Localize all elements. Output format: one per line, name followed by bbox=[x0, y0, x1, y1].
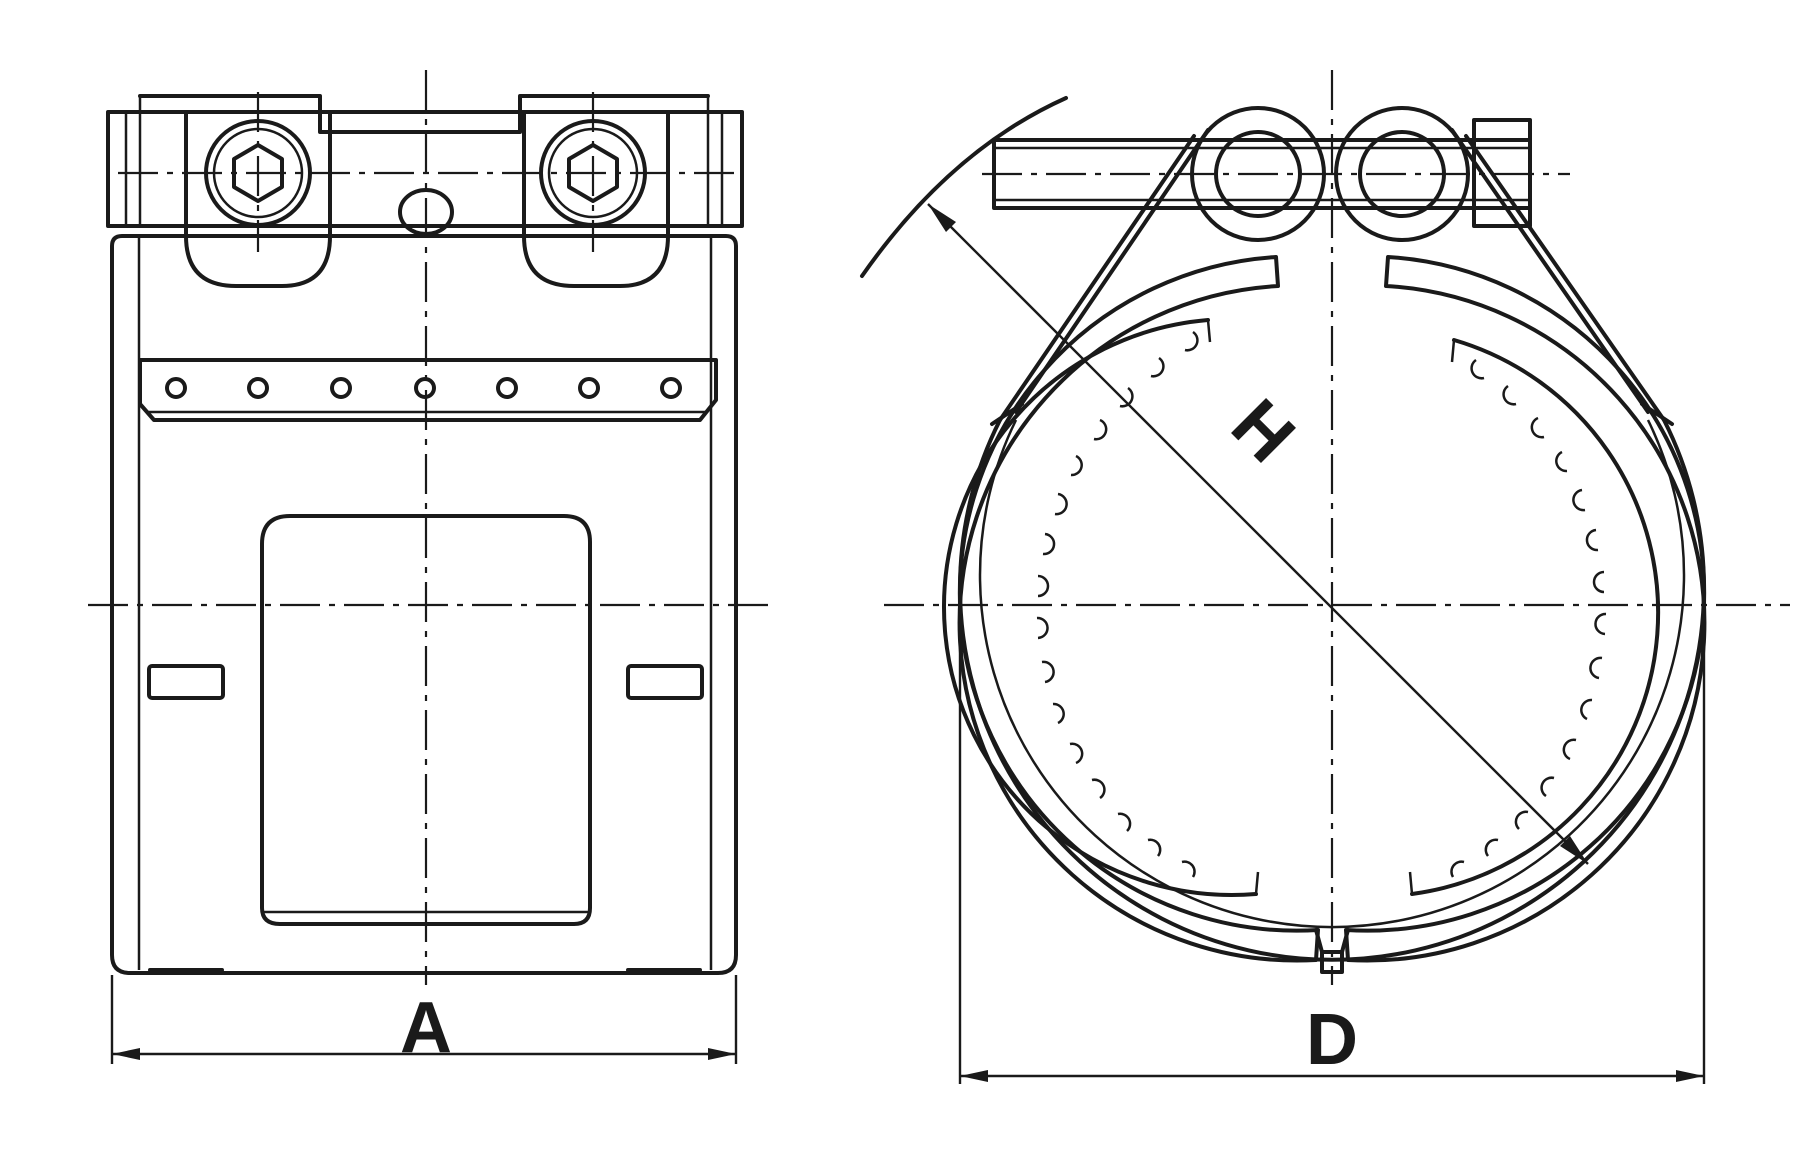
gripper-tooth bbox=[1502, 384, 1517, 406]
gripper-ring-left bbox=[942, 318, 1258, 897]
gripper-tooth bbox=[1450, 860, 1465, 878]
gripper-ring-right bbox=[1410, 338, 1661, 896]
gripper-tooth bbox=[1036, 616, 1049, 640]
right-bolt-lug bbox=[522, 110, 670, 288]
clearance-arc bbox=[860, 96, 1068, 278]
gripper-tooth bbox=[1580, 698, 1593, 721]
gripper-tooth bbox=[1562, 738, 1577, 761]
dimension-h: H bbox=[927, 203, 1589, 865]
gripper-tooth bbox=[1054, 492, 1068, 516]
right-side-slot bbox=[626, 664, 704, 700]
gripper-tooth bbox=[1147, 838, 1162, 857]
gripper-tooth bbox=[1585, 528, 1599, 552]
gripper-tooth bbox=[1184, 330, 1199, 352]
gripper-tooth bbox=[1592, 570, 1605, 594]
dimension-label-a: A bbox=[400, 988, 452, 1068]
left-side-slot bbox=[147, 664, 225, 700]
gripper-tooth bbox=[1117, 812, 1132, 832]
gripper-tooth bbox=[1530, 416, 1545, 439]
plate-rivet bbox=[496, 377, 518, 399]
gripper-tooth bbox=[1514, 810, 1529, 830]
plate-rivet bbox=[165, 377, 187, 399]
gripper-tooth bbox=[1093, 418, 1108, 441]
right-hex-socket-icon bbox=[567, 143, 619, 203]
left-lug-hole bbox=[1214, 130, 1302, 218]
dimension-label-d: D bbox=[1306, 1000, 1358, 1080]
gripper-tooth bbox=[1594, 612, 1607, 636]
strap-left bbox=[998, 128, 1210, 422]
inner-sleeve-right bbox=[1344, 255, 1707, 963]
gripper-teeth bbox=[1036, 330, 1607, 878]
plate-rivets bbox=[165, 377, 682, 399]
front-view: A bbox=[88, 70, 768, 1068]
gripper-tooth bbox=[1070, 454, 1083, 477]
center-window bbox=[260, 514, 592, 926]
gripper-tooth bbox=[1572, 488, 1586, 512]
gripper-tooth bbox=[1470, 358, 1485, 380]
plate-rivet bbox=[247, 377, 269, 399]
plate-rivet bbox=[330, 377, 352, 399]
left-bolt-lug bbox=[184, 110, 332, 288]
gripper-tooth bbox=[1069, 742, 1084, 765]
plate-rivet bbox=[578, 377, 600, 399]
dimension-a: A bbox=[110, 975, 738, 1068]
dimension-d: D bbox=[958, 630, 1706, 1084]
gripper-tooth bbox=[1119, 386, 1134, 408]
outer-band bbox=[958, 418, 1706, 962]
gripper-tooth bbox=[1484, 838, 1499, 857]
gripper-tooth bbox=[1041, 660, 1055, 684]
gripper-tooth bbox=[1037, 574, 1050, 598]
gripper-tooth bbox=[1540, 776, 1555, 798]
gripper-tooth bbox=[1181, 860, 1196, 878]
gripper-tooth bbox=[1052, 702, 1065, 725]
left-hex-socket-icon bbox=[232, 143, 284, 203]
gripper-tooth bbox=[1150, 356, 1165, 378]
gripper-tooth bbox=[1091, 778, 1106, 800]
side-view: H D bbox=[860, 70, 1790, 1084]
gripper-tooth bbox=[1555, 450, 1568, 473]
dimension-label-h: H bbox=[1216, 384, 1309, 477]
clamp-body-outline bbox=[110, 234, 738, 975]
inner-sleeve-left bbox=[957, 255, 1320, 963]
plate-rivet bbox=[660, 377, 682, 399]
gripper-tooth bbox=[1589, 656, 1603, 680]
strap-right bbox=[1450, 128, 1666, 422]
gripper-tooth bbox=[1042, 532, 1056, 556]
